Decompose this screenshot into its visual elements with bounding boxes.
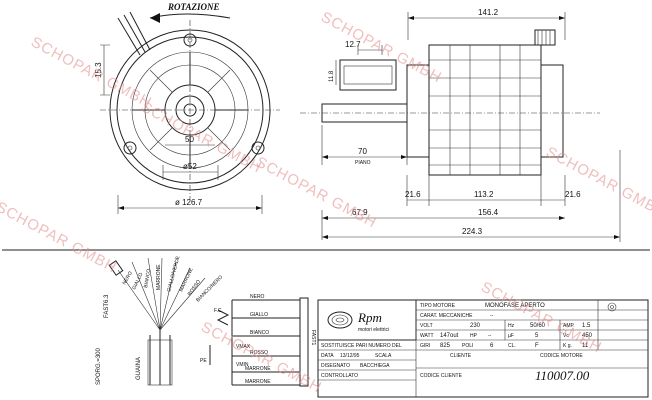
logo-mark <box>327 311 353 329</box>
mount-hole <box>251 141 265 155</box>
dim-224-3: 224.3 <box>462 227 483 236</box>
uf-label: µF <box>508 333 514 339</box>
wire-label: NERO <box>122 270 134 286</box>
giri-label: GIRI <box>420 343 430 349</box>
rotation-label: ROTAZIONE <box>167 2 220 12</box>
watt-label: WATT <box>420 333 434 339</box>
dim-50: 50 <box>185 135 194 144</box>
sch-label: GIALLO <box>250 312 268 318</box>
dim-right-flange: 21.6 <box>565 190 581 199</box>
watermark: SCHOPAR GMBH <box>28 34 155 112</box>
piano-label: PIANO <box>355 160 371 166</box>
length-label: SPORG.=300 <box>96 347 102 385</box>
amp-label: AMP. <box>563 323 575 329</box>
data-value: 13/12/95 <box>340 353 360 359</box>
watt-value: 147out <box>440 333 459 339</box>
kg-value: 11 <box>582 343 589 349</box>
dim-hub: ø52 <box>183 162 197 171</box>
dim-67-9: 67.9 <box>352 208 368 217</box>
hz-value: 50/60 <box>530 323 546 329</box>
carat-value: -- <box>490 313 494 319</box>
cable-top <box>117 17 141 56</box>
rotation-arrowhead <box>150 13 160 23</box>
sostituisce-label: SOSTITUISCE PARI NUMERO DEL <box>321 343 402 349</box>
hp-label: HP <box>470 333 478 339</box>
sheath <box>147 339 173 386</box>
dim-outer: ø 126.7 <box>175 198 203 207</box>
watermarks: SCHOPAR GMBH SCHOPAR GMBH SCHOPAR GMBH S… <box>0 9 652 397</box>
vc-label: Vc <box>563 333 569 339</box>
cl-value: F <box>535 343 539 349</box>
right-flange <box>540 64 564 158</box>
disegnato-label: DISEGNATO <box>321 363 350 369</box>
hz-label: Hz <box>508 323 515 329</box>
logo-sub: motori elettrici <box>358 327 389 333</box>
dim-70: 70 <box>358 147 367 156</box>
dim-141-2: 141.2 <box>478 8 499 17</box>
sch-label: ROSSO <box>250 350 268 356</box>
cl-label: CL. <box>508 343 516 349</box>
disegnato-value: BACCHIEGA <box>360 363 390 369</box>
fast-label: FAST6.3 <box>104 294 110 318</box>
tipo-motore-value: MONOFASE APERTO <box>485 303 545 309</box>
codice-cliente-label: CODICE CLIENTE <box>420 373 463 379</box>
controllato-label: CONTROLLATO <box>321 373 358 379</box>
terminal-box <box>339 59 397 91</box>
sheath-label: GUAINA <box>136 357 142 380</box>
mount-hole <box>123 141 137 155</box>
resistor-symbol <box>216 309 230 326</box>
vmax-label: VMAX <box>236 344 251 350</box>
kg-label: K g. <box>563 343 572 349</box>
part-code: 110007.00 <box>535 368 590 383</box>
poli-value: 6 <box>490 343 494 349</box>
side-view: 141.2 12.7 11.8 70 PIANO 21.6 113.2 <box>300 8 621 242</box>
front-view: ROTAZIONE 15.3 50 ø52 <box>94 2 280 214</box>
motor-body <box>428 44 542 176</box>
wiring-schematic: NERO GIALLO BIANCO ROSSO MARRONE MARRONE… <box>200 294 316 387</box>
data-label: DATA <box>321 353 334 359</box>
hp-value: -- <box>488 333 492 339</box>
fc-label: F.C. <box>214 308 223 314</box>
logo-text: Rpm <box>357 310 382 325</box>
wire-label: BIANCO/NERO <box>195 274 224 303</box>
codice-motore-label: CODICE MOTORE <box>540 353 583 359</box>
volt-value: 230 <box>470 323 481 329</box>
sch-label: MARRONE <box>245 366 271 372</box>
fast1-label: FAST1 <box>310 330 316 346</box>
vc-value: 450 <box>582 333 593 339</box>
pe-label: PE <box>200 358 207 364</box>
sch-label: NERO <box>250 294 265 300</box>
volt-label: VOLT <box>420 323 433 329</box>
watermark: SCHOPAR GMBH <box>478 279 605 357</box>
projection-symbol <box>607 302 617 312</box>
cliente-label: CLIENTE <box>450 353 472 359</box>
carat-label: CARAT. MECCANICHE <box>420 313 473 319</box>
tipo-motore-label: TIPO MOTORE <box>420 303 456 309</box>
dim-12-7: 12.7 <box>345 40 361 49</box>
dim-11-8: 11.8 <box>329 70 335 82</box>
scala-label: SCALA <box>375 353 392 359</box>
poli-label: POLI <box>462 343 473 349</box>
sch-label: BIANCO <box>250 330 269 336</box>
dim-left-flange: 21.6 <box>405 190 421 199</box>
sch-label: MARRONE <box>245 379 271 385</box>
vmin-label: VMIN <box>236 362 249 368</box>
dim-15-3: 15.3 <box>94 62 103 78</box>
wire-label: MARRONE <box>156 264 162 290</box>
watermark: SCHOPAR GMBH <box>318 9 445 87</box>
dim-body: 113.2 <box>474 190 494 199</box>
rotation-arrow <box>149 13 231 19</box>
watermark: SCHOPAR GMBH <box>0 199 120 277</box>
title-block: Rpm motori elettrici TIPO MOTORE MONOFAS… <box>317 299 649 398</box>
uf-value: 5 <box>535 333 539 339</box>
amp-value: 1.5 <box>582 323 591 329</box>
dim-156-4: 156.4 <box>478 208 499 217</box>
wire-label: BIANCO <box>143 268 152 288</box>
watermark: SCHOPAR GMBH <box>543 144 652 222</box>
giri-value: 825 <box>440 343 451 349</box>
